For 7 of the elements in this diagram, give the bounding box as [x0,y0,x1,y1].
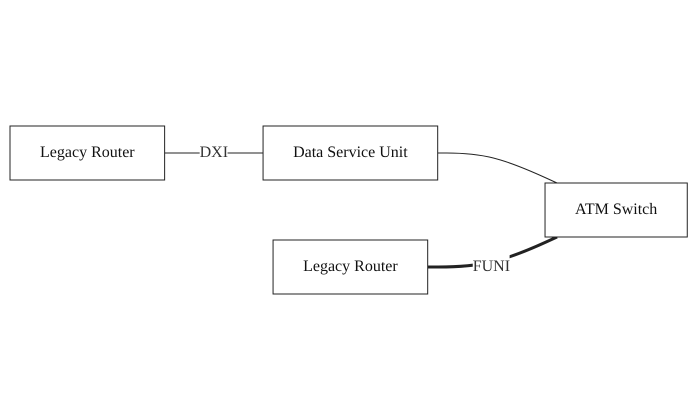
edge-label: FUNI [472,258,510,274]
node-box: ATM Switch [544,182,688,237]
edge-label: DXI [199,144,228,160]
node-box: Legacy Router [272,239,428,294]
node-box: Data Service Unit [262,125,438,180]
node-box: Legacy Router [9,125,165,180]
connector [437,152,558,183]
